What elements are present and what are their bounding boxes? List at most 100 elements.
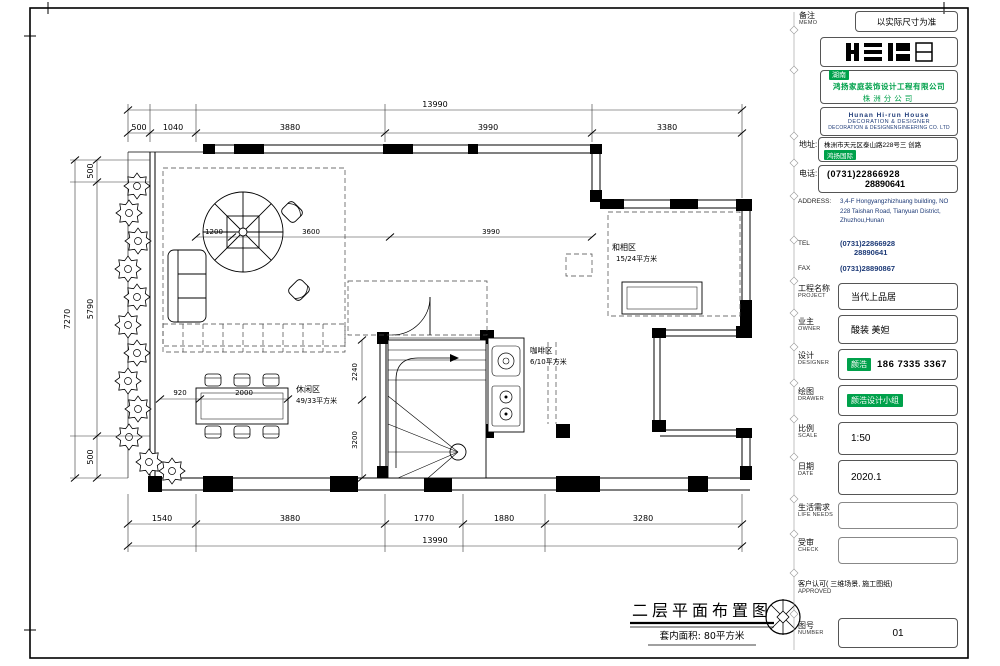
check-label: 受审 CHECK [798,538,842,554]
company-en-line3: DECORATION & DESIGNENGINEERING CO. LTD [828,125,950,131]
dim-table: 2000 [235,389,253,397]
drawer-label: 绘图 DRAWER [798,387,842,403]
dim-top-seg: 1040 [163,123,183,132]
dim-table: 920 [173,389,186,397]
owner-value: 酸装 美妲 [851,325,890,335]
address-en-label-text: ADDRESS: [798,198,832,205]
life-needs-label-cn: 生活需求 [798,503,830,512]
dim-bottom-seg: 1770 [414,514,434,523]
memo-label: 备注 MEMO [799,11,843,27]
project-value: 当代上品居 [851,292,897,302]
company-logo-box [820,37,958,67]
scale-value: 1:50 [851,433,871,444]
check-label-cn: 受审 [798,538,814,547]
tel-line1: (0731)22866928 [840,239,896,248]
dim-inner: 1200 [205,228,223,236]
designer-phone: 186 7335 3367 [877,359,947,370]
room-leisure-name: 休闲区 [296,384,320,394]
owner-label-en: OWNER [798,326,821,333]
staircase [387,339,487,479]
dim-top-seg: 3380 [657,123,677,132]
armchair [279,199,305,225]
phone-line2: 28890641 [865,179,906,189]
address-label: 地址: [799,140,843,149]
dim-inner: 3600 [302,228,320,236]
dim-stair: 3200 [351,431,359,449]
company-en-line2: DECORATION & DESIGNER [847,119,931,125]
designer-label-en: DESIGNER [798,360,830,367]
dim-stair: 2240 [351,363,359,381]
address-en-label: ADDRESS: [798,198,842,206]
owner-value-box: 酸装 美妲 [838,315,958,344]
fax-value: (0731)28890867 [840,264,896,273]
room-coffee-name: 咖啡区 [530,345,553,355]
life-needs-label-en: LIFE NEEDS [798,512,834,519]
fax-label-text: FAX [798,265,811,272]
address-line1: 株洲市天元区泰山路228号三 创路 [824,142,922,149]
plan-subtitle: 套内面积: 80平方米 [660,630,745,642]
number-label-cn: 图号 [798,621,814,630]
date-label-cn: 日期 [798,462,814,471]
life-needs-empty-box [838,502,958,529]
tel-label: TEL [798,240,842,248]
approved-label-cn: 客户认可( 三维场景, 施工图纸) [798,581,893,588]
room-coffee-area: 6/10平方米 [530,357,567,366]
number-label-en: NUMBER [798,630,824,637]
designer-label: 设计 DESIGNER [798,351,842,367]
furniture [167,191,703,479]
titleblock-rail [789,12,799,650]
compass-icon [765,599,801,635]
armchair [286,277,312,303]
hirun-logo [846,42,933,62]
dim-left-seg: 500 [86,449,95,464]
number-value: 01 [892,627,904,639]
dim-inner: 3990 [482,228,500,236]
project-value-box: 当代上品居 [838,283,958,310]
plan-title: 二层平面布置图 [632,601,772,620]
project-label-cn: 工程名称 [798,284,830,293]
address-box: 株洲市天元区泰山路228号三 创路 鸿扬国际 [818,137,958,162]
brand-company-name: 鸿扬家庭装饰设计工程有限公司 [833,82,945,91]
plan-title-group: 二层平面布置图 套内面积: 80平方米 [630,601,774,646]
room-card-area: 15/24平方米 [616,254,657,263]
address-label-cn: 地址: [799,140,818,149]
bar-counter [487,337,525,433]
owner-label: 业主 OWNER [798,317,842,333]
owner-label-cn: 业主 [798,317,814,326]
phone-box: (0731)22866928 28890641 [818,165,958,193]
dim-top-total: 13990 [422,100,447,109]
dim-bottom-seg: 3280 [633,514,653,523]
brand-branch-name: 株洲分公司 [862,94,916,103]
card-room-table [621,281,703,315]
wall-piers [148,144,752,492]
drawer-label-cn: 绘图 [798,387,814,396]
check-label-en: CHECK [798,547,819,554]
sofa [167,249,207,323]
dimension-labels: 13990 500 1040 3880 3990 3380 7270 500 5… [63,100,677,545]
scale-label-cn: 比例 [798,424,814,433]
date-value: 2020.1 [851,472,882,483]
memo-value: 以实际尺寸为准 [876,16,937,27]
room-leisure-area: 49/33平方米 [296,396,337,405]
dining-table-set [195,373,289,439]
dim-left-total: 7270 [63,309,72,329]
tel-label-text: TEL [798,240,810,247]
scale-label: 比例 SCALE [798,424,842,440]
address-line2-badge: 鸿扬国际 [824,150,856,160]
company-en-line1: Hunan Hi-run House [848,112,930,119]
phone-label-cn: 电话: [799,169,818,178]
number-value-box: 01 [838,618,958,648]
door-swing [391,296,431,336]
date-value-box: 2020.1 [838,460,958,495]
life-needs-label: 生活需求 LIFE NEEDS [798,503,842,519]
drawer-value-box: 颜浩设计小组 [838,385,958,416]
designer-value-box: 颜浩 186 7335 3367 [838,349,958,380]
phone-line1: (0731)22866928 [827,169,901,179]
tel-line2: 28890641 [854,248,888,257]
ceiling-dashed-outlines [162,167,741,424]
number-label: 图号 NUMBER [798,621,842,637]
dim-top-seg: 500 [131,123,146,132]
dim-bottom-seg: 1880 [494,514,514,523]
